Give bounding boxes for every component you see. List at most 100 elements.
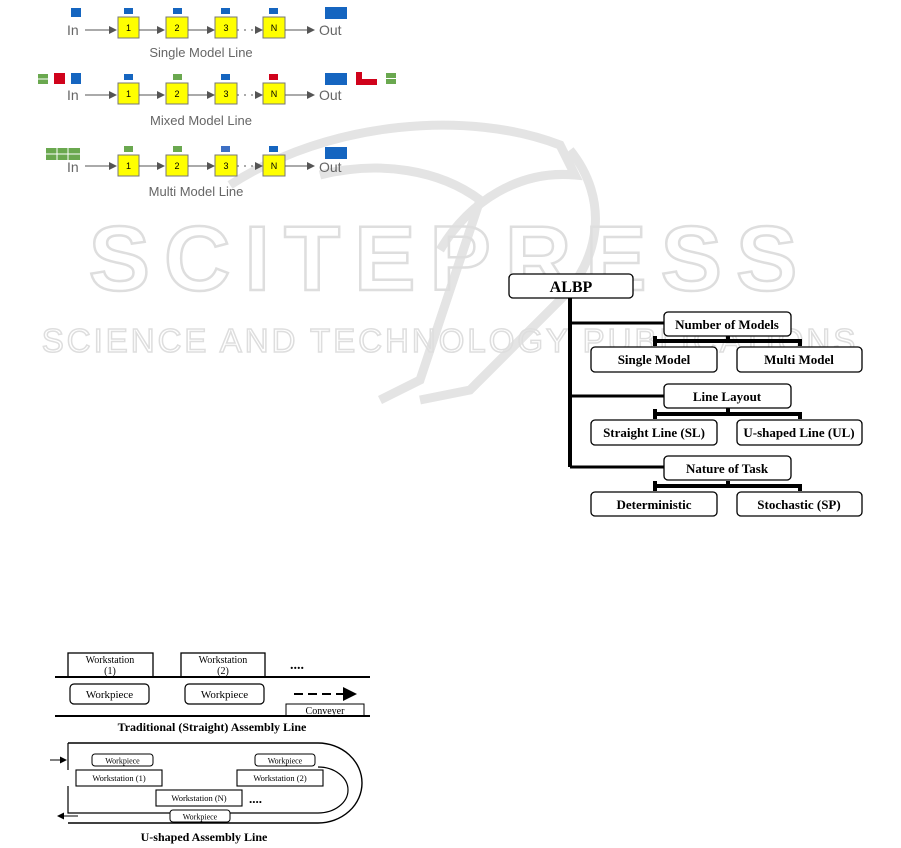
out-label: Out <box>319 159 342 175</box>
out-label: Out <box>319 87 342 103</box>
station-2-label: 2 <box>174 161 179 171</box>
straight-line-caption: Traditional (Straight) Assembly Line <box>118 720 307 734</box>
station-n <box>262 16 286 39</box>
workstation-1-box <box>67 652 154 678</box>
part-on-station-3 <box>221 8 230 14</box>
u-shaped-line-label: U-shaped Line (UL) <box>743 425 854 440</box>
station-2 <box>165 16 189 39</box>
station-3-label: 3 <box>223 161 228 171</box>
workstation-2-number: (2) <box>217 666 229 677</box>
input-part-red <box>54 73 65 84</box>
in-label: In <box>67 87 79 103</box>
part-on-station-n <box>269 146 278 152</box>
input-part-blue <box>71 73 81 84</box>
number-of-models-label: Number of Models <box>675 317 779 332</box>
nature-of-task-label: Nature of Task <box>686 461 769 476</box>
part-on-station-n <box>269 8 278 14</box>
station-1-label: 1 <box>126 89 131 99</box>
input-part <box>71 8 81 17</box>
part-on-station-1 <box>124 8 133 14</box>
part-on-station-n <box>269 74 278 80</box>
station-n-label: N <box>271 161 278 171</box>
output-part <box>325 147 347 159</box>
station-3-label: 3 <box>223 89 228 99</box>
row-caption: Single Model Line <box>149 45 252 60</box>
part-on-station-2 <box>173 8 182 14</box>
u-workstation-2-label: Workstation (2) <box>253 773 307 783</box>
u-workpiece-2-label: Workpiece <box>268 757 303 766</box>
station-2 <box>165 82 189 105</box>
station-n <box>262 82 286 105</box>
row-caption: Mixed Model Line <box>150 113 252 128</box>
line-layout-label: Line Layout <box>693 389 762 404</box>
workstation-1-number: (1) <box>104 666 116 677</box>
workpiece-1-box <box>69 683 150 705</box>
watermark-title: SCITEPRESS <box>89 208 812 310</box>
station-n-label: N <box>271 23 278 33</box>
single-model-line: In 1 2 3 N Out Single Model Line <box>67 7 347 60</box>
u-workstation-1-label: Workstation (1) <box>92 773 146 783</box>
nature-of-task-box <box>663 455 792 481</box>
albp-root-box <box>508 273 634 299</box>
straight-line-box <box>590 419 718 446</box>
u-workpiece-1-label: Workpiece <box>105 757 140 766</box>
multi-model-box <box>736 346 863 373</box>
station-3 <box>214 82 238 105</box>
u-workstation-n-box <box>155 789 243 807</box>
station-1 <box>117 82 140 105</box>
u-shaped-line-box <box>736 419 863 446</box>
u-workstation-2-box <box>236 769 324 787</box>
part-on-station-1 <box>124 146 133 152</box>
in-label: In <box>67 22 79 38</box>
station-n-label: N <box>271 89 278 99</box>
in-label: In <box>67 159 79 175</box>
part-on-station-2 <box>173 74 182 80</box>
line-layout-box <box>663 383 792 409</box>
straight-assembly-line: Workstation (1) Workstation (2) .... Wor… <box>55 652 370 734</box>
u-track-outer <box>68 742 363 824</box>
workpiece-2-box <box>184 683 265 705</box>
station-1-label: 1 <box>126 23 131 33</box>
u-line-caption: U-shaped Assembly Line <box>141 830 268 844</box>
u-track-inner <box>67 743 349 814</box>
u-workstation-1-box <box>75 769 163 787</box>
u-workpiece-2-box <box>254 753 316 767</box>
u-workpiece-3-label: Workpiece <box>183 813 218 822</box>
stochastic-box <box>736 491 863 517</box>
u-workpiece-3-box <box>169 809 231 823</box>
multi-model-line: In 1 2 3 N Out Multi Model Line <box>46 146 347 199</box>
station-3-label: 3 <box>223 23 228 33</box>
output-part-red <box>356 72 377 85</box>
single-model-label: Single Model <box>618 352 691 367</box>
part-on-station-1 <box>124 74 133 80</box>
station-2-label: 2 <box>174 23 179 33</box>
part-on-station-3 <box>221 74 230 80</box>
u-workstation-n-label: Workstation (N) <box>171 793 226 803</box>
part-on-station-2 <box>173 146 182 152</box>
station-1 <box>117 16 140 39</box>
deterministic-box <box>590 491 718 517</box>
station-3 <box>214 16 238 39</box>
workstation-1-label: Workstation <box>86 655 135 666</box>
out-label: Out <box>319 22 342 38</box>
station-2-label: 2 <box>174 89 179 99</box>
more-stations-ellipsis: .... <box>290 658 304 673</box>
multi-model-label: Multi Model <box>764 352 834 367</box>
output-part-blue <box>325 73 347 85</box>
station-1-label: 1 <box>126 161 131 171</box>
straight-line-label: Straight Line (SL) <box>603 425 705 440</box>
number-of-models-box <box>663 311 792 337</box>
output-part <box>325 7 347 19</box>
workpiece-2-label: Workpiece <box>201 689 248 701</box>
conveyor-label: Conveyer <box>306 706 346 717</box>
deterministic-label: Deterministic <box>616 497 691 512</box>
workstation-2-label: Workstation <box>199 655 248 666</box>
mixed-model-line: In 1 2 3 N Out Mixed Model Line <box>38 72 396 128</box>
albp-root-label: ALBP <box>550 279 593 296</box>
part-on-station-3 <box>221 146 230 152</box>
single-model-box <box>590 346 718 373</box>
row-caption: Multi Model Line <box>149 184 244 199</box>
u-workpiece-1-box <box>91 753 154 767</box>
